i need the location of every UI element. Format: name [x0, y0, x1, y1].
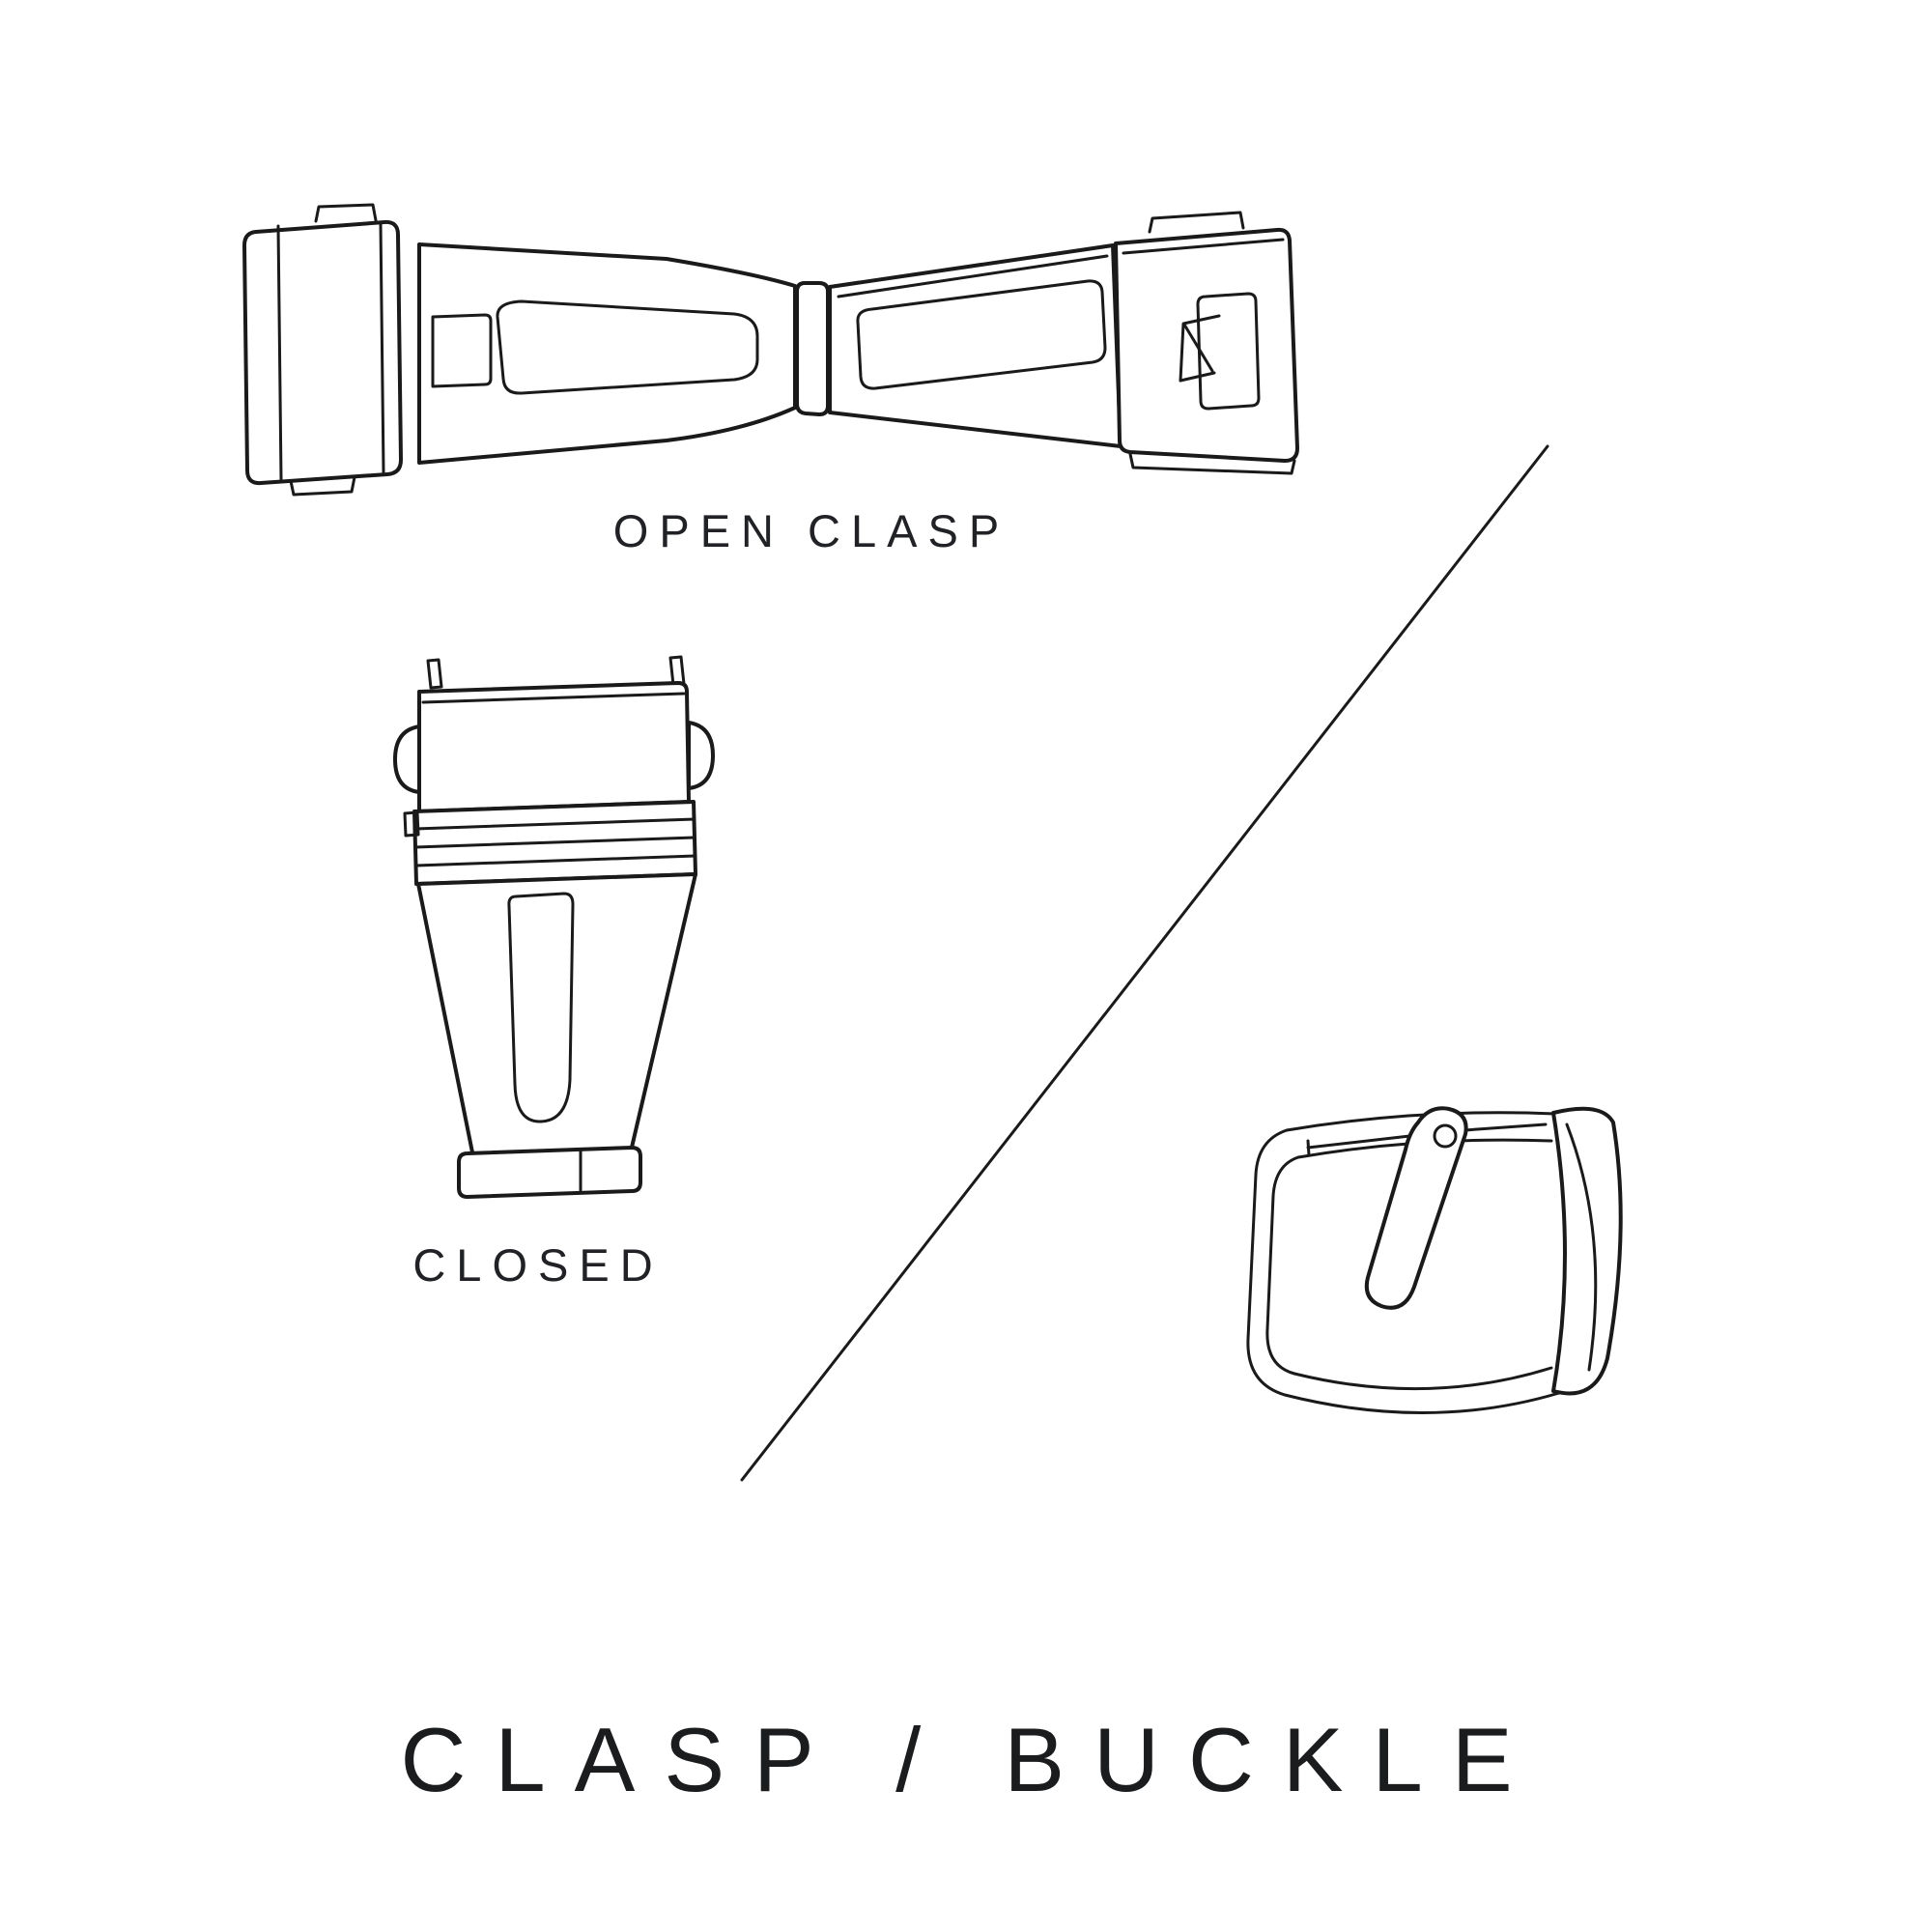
open-clasp-left-top-tab [314, 203, 378, 223]
closed-clasp-right-ear [687, 721, 715, 790]
buckle-left-bar-inner [1265, 1155, 1300, 1376]
closed-clasp-band-line2 [413, 836, 696, 849]
buckle-spring-bar-right [1463, 1122, 1548, 1132]
open-clasp-left-bottom-tab [289, 475, 356, 497]
open-clasp-right-arm-slot [856, 279, 1107, 390]
open-clasp-left-arm-slot [496, 299, 759, 395]
closed-clasp-upper-box-line [421, 692, 686, 704]
open-clasp-right-end-top-line [1122, 238, 1285, 255]
open-clasp-illustration [242, 203, 1299, 497]
closed-clasp-body-slot [507, 892, 575, 1123]
buckle-left-bar-outer [1246, 1128, 1289, 1397]
open-clasp-right-arm-top-line [837, 254, 1109, 298]
closed-clasp-upper-box [417, 681, 691, 813]
buckle-tang-loop [1433, 1123, 1458, 1149]
buckle-top-bar-outer [1285, 1111, 1557, 1132]
open-clasp-left-end-inner-line [276, 224, 283, 481]
closed-clasp-band-line3 [414, 854, 697, 867]
open-clasp-label: OPEN CLASP [612, 505, 1010, 556]
open-clasp-right-hook-diagonal [1182, 323, 1214, 373]
closed-clasp-illustration [393, 655, 715, 1199]
closed-clasp-right-prong [668, 655, 686, 687]
buckle-spring-bar-left [1306, 1133, 1420, 1150]
buckle-right-bar [1551, 1106, 1623, 1396]
buckle-right-bar-detail [1565, 1122, 1598, 1372]
open-clasp-left-end-inner-line2 [379, 222, 385, 474]
open-clasp-left-end-link [242, 219, 403, 486]
buckle-illustration [1246, 1106, 1623, 1414]
closed-clasp-label: CLOSED [412, 1239, 664, 1291]
open-clasp-right-top-tab [1148, 211, 1245, 234]
open-clasp-left-arm-notch [431, 313, 493, 388]
buckle-bottom-bar-outer [1283, 1391, 1561, 1414]
divider-line [740, 444, 1549, 1482]
buckle-bottom-bar-inner [1293, 1366, 1553, 1391]
divider [740, 444, 1549, 1482]
page-title: CLASP / BUCKLE [400, 1709, 1542, 1810]
closed-clasp-band-notch [403, 810, 420, 838]
closed-clasp-bottom-cap [457, 1146, 642, 1199]
closed-clasp-left-ear [393, 724, 421, 794]
open-clasp-right-hook [1179, 314, 1221, 383]
open-clasp-right-end-link [1114, 227, 1299, 463]
open-clasp-right-latch-plate [1196, 292, 1261, 411]
buckle-tang [1364, 1106, 1468, 1310]
buckle-spring-bar-end [1306, 1139, 1311, 1157]
open-clasp-left-arm [417, 242, 797, 465]
closed-clasp-band-line1 [413, 817, 696, 831]
closed-clasp-left-prong [426, 658, 443, 690]
open-clasp-hinge [795, 281, 830, 416]
open-clasp-right-bottom-strip [1128, 452, 1296, 475]
